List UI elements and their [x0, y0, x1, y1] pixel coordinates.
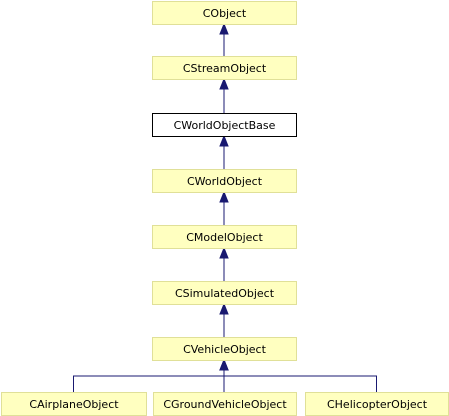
class-node-label: CWorldObject — [187, 175, 263, 188]
arrowhead-cmodelobject-to-cworldobject — [219, 190, 229, 203]
class-node-cairplaneobject[interactable]: CAirplaneObject — [1, 392, 147, 416]
arrowhead-cstreamobject-to-cobject — [219, 22, 229, 35]
class-node-box — [152, 169, 297, 193]
arrowhead-csimulatedobject-to-cmodelobject — [219, 246, 229, 259]
class-node-cobject[interactable]: CObject — [152, 1, 297, 25]
class-node-cworldobject[interactable]: CWorldObject — [152, 169, 297, 193]
class-node-label: CWorldObjectBase — [174, 119, 276, 132]
class-node-box — [152, 281, 297, 305]
class-node-csimulatedobject[interactable]: CSimulatedObject — [152, 281, 297, 305]
edges-layer — [73, 22, 377, 392]
class-node-cvehicleobject[interactable]: CVehicleObject — [152, 337, 297, 361]
class-node-label: CSimulatedObject — [175, 287, 275, 300]
arrowhead-chelicopterobject-to-cvehicleobject — [219, 358, 229, 371]
class-node-cgroundvehicleobject[interactable]: CGroundVehicleObject — [153, 392, 297, 416]
arrowhead-cvehicleobject-to-csimulatedobject — [219, 302, 229, 315]
class-node-label: CVehicleObject — [183, 343, 267, 356]
class-node-box — [152, 1, 297, 25]
class-node-label: CObject — [203, 7, 247, 20]
class-node-label: CAirplaneObject — [29, 398, 119, 411]
class-node-cstreamobject[interactable]: CStreamObject — [152, 56, 297, 80]
class-node-chelicopterobject[interactable]: CHelicopterObject — [305, 392, 449, 416]
class-node-label: CModelObject — [186, 231, 263, 244]
class-node-box — [152, 225, 297, 249]
edge-chelicopterobject-to-cvehicleobject — [223, 369, 377, 392]
class-node-label: CGroundVehicleObject — [163, 398, 287, 411]
class-node-box — [152, 56, 297, 80]
class-node-box — [152, 337, 297, 361]
class-node-label: CHelicopterObject — [327, 398, 428, 411]
class-node-cworldobjectbase: CWorldObjectBase — [152, 113, 297, 137]
class-node-label: CStreamObject — [183, 62, 267, 75]
class-node-cmodelobject[interactable]: CModelObject — [152, 225, 297, 249]
arrowhead-cworldobject-to-cworldobjectbase — [219, 134, 229, 147]
arrowhead-cworldobjectbase-to-cstreamobject — [219, 77, 229, 90]
class-node-box — [152, 113, 297, 137]
edge-cairplaneobject-to-cvehicleobject — [73, 369, 225, 392]
